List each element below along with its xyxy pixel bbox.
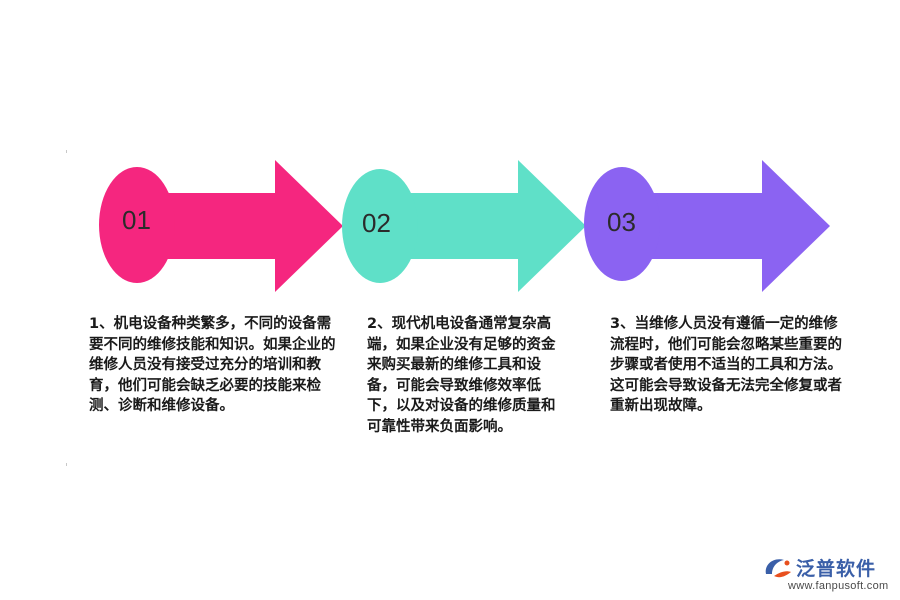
brand-name: 泛普软件 <box>796 558 877 580</box>
step-number-2: 02 <box>362 208 391 238</box>
step-description-1: 1、机电设备种类繁多，不同的设备需要不同的维修技能和知识。如果企业的维修人员没有… <box>89 316 336 414</box>
edge-mark <box>66 463 67 466</box>
step-circle-2 <box>342 169 418 283</box>
edge-mark <box>66 150 67 153</box>
step-number-1: 01 <box>122 205 151 235</box>
arrow-shape-2 <box>380 160 586 292</box>
brand-mark-icon <box>765 559 791 578</box>
step-circle-1 <box>99 167 175 283</box>
brand-url: www.fanpusoft.com <box>788 580 889 592</box>
step-number-3: 03 <box>607 207 636 237</box>
brand-logo: 泛普软件 www.fanpusoft.com <box>760 554 896 598</box>
step-description-3: 3、当维修人员没有遵循一定的维修流程时，他们可能会忽略某些重要的步骤或者使用不适… <box>610 316 842 414</box>
step-description-2: 2、现代机电设备通常复杂高端，如果企业没有足够的资金来购买最新的维修工具和设备，… <box>367 316 556 435</box>
arrow-shape-1 <box>130 160 343 292</box>
step-arrow-3: 03 <box>584 160 830 292</box>
step-arrow-2: 02 <box>342 160 586 292</box>
step-arrow-1: 01 <box>99 160 343 292</box>
arrow-shape-3 <box>622 160 830 292</box>
step-circle-3 <box>584 167 660 281</box>
